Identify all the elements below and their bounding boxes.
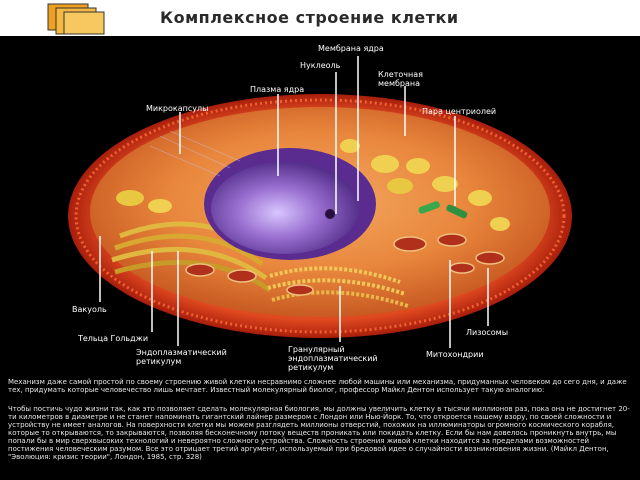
nucleolus (325, 209, 335, 219)
label-granular-3: ретикулум (288, 363, 334, 372)
caption-paragraph-2: Чтобы постичь чудо жизни так, как это по… (8, 405, 630, 461)
caption-paragraph-1: Механизм даже самой простой по своему ст… (8, 378, 627, 394)
folder-stack-icon (47, 3, 105, 35)
label-nucleus-plasma: Плазма ядра (250, 85, 305, 94)
label-lysosomes: Лизосомы (466, 328, 509, 337)
granular-er (267, 266, 409, 308)
label-granular-2: эндоплазматический (288, 354, 378, 363)
label-vacuole: Вакуоль (72, 305, 107, 314)
page-title: Комплексное строение клетки (160, 8, 459, 27)
nucleus (211, 162, 359, 254)
label-microcapsules: Микрокапсулы (146, 104, 209, 113)
lysosomes (185, 233, 505, 296)
label-golgi: Тельца Гольджи (78, 334, 149, 343)
mitochondria (116, 139, 510, 231)
centrioles (418, 201, 468, 219)
header-bar: Комплексное строение клетки (0, 0, 640, 36)
label-nucleus-membrane: Мембрана ядра (318, 44, 384, 53)
microcapsules (149, 130, 241, 177)
label-cell-membrane-2: мембрана (378, 79, 421, 88)
label-er-2: ретикулум (136, 357, 182, 366)
cell-diagram (68, 56, 572, 348)
label-nucleolus: Нуклеоль (300, 61, 341, 70)
label-er-1: Эндоплазматический (136, 348, 227, 357)
label-centrioles: Пара центриолей (422, 107, 497, 116)
label-cell-membrane-1: Клеточная (378, 70, 423, 79)
leader-lines (99, 56, 489, 348)
cell-membrane-texture (74, 98, 566, 334)
label-granular-1: Гранулярный (288, 345, 345, 354)
label-mitochondria: Митохондрии (426, 350, 484, 359)
